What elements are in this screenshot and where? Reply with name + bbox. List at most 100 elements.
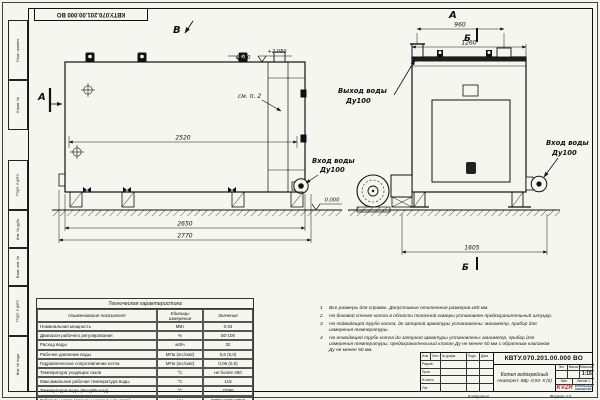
lit-value: [556, 370, 568, 378]
spec-param-unit: м3/ч: [157, 340, 203, 350]
spec-col-header: Значение: [203, 309, 253, 322]
spec-table-title: Техническая характеристика: [36, 298, 254, 308]
tb-sign-row-label: Разраб.: [421, 360, 441, 368]
tb-header-cell: Лист: [431, 353, 441, 360]
product-name-line2: Heaterpert- КВр -0,93- К (К): [497, 378, 552, 384]
tb-empty-cell: [480, 369, 493, 376]
elevation-zero: 0.000: [325, 198, 341, 204]
view-a-title-letter: А: [448, 10, 457, 21]
spec-param-name: Номинальная мощность: [37, 322, 157, 332]
side-strip-box: Взам. инв. №: [8, 248, 28, 286]
inlet-label-mid-line1: Вход воды: [312, 157, 355, 165]
spec-param-unit: °С: [157, 377, 203, 387]
inlet-label-right-line2: Ду100: [551, 149, 577, 157]
inlet-label-right-line1: Вход воды: [546, 139, 589, 147]
boiler-body-side: [64, 61, 306, 193]
ground-hatch-right: [348, 210, 560, 216]
company-logo: KVZR КОТЕЛЬНЫЙ ЗАВОД РЭП: [556, 383, 594, 391]
scale-label: Масштаб: [580, 365, 594, 370]
dim-2650: 2650: [177, 221, 192, 228]
spec-param-name: Расход воды: [37, 340, 157, 350]
section-b-bottom-letter: Б: [462, 263, 469, 273]
company-name-line2: ЗАВОД РЭП: [574, 386, 592, 391]
tb-sign-row-label: Утв.: [421, 384, 441, 391]
blower-fan: [356, 174, 413, 213]
document-number: КВТУ.070.201.00.000 ВО: [494, 353, 594, 365]
section-b-top-letter: Б: [464, 34, 471, 44]
rear-stub: [58, 173, 66, 187]
note-number: 4: [320, 335, 323, 341]
spec-param-value: 50-100: [203, 331, 253, 341]
dim-1605: 1605: [464, 245, 479, 252]
side-view-callouts: В А см. п. 2 Вход воды Ду100: [37, 20, 355, 184]
dim-1260: 1260: [461, 40, 476, 47]
spec-param-value: не более 250: [203, 367, 253, 378]
spec-col-header: Наименование показателя: [37, 309, 157, 322]
spec-param-name: Габариты котла (длина х ширина х высота): [37, 395, 157, 400]
door-hinge: [300, 89, 307, 98]
note-text: На отводящей трубе котла до запорной арм…: [329, 335, 550, 353]
product-name-line1: Котел водогрейный: [500, 372, 549, 379]
ground-hatch-left: [52, 210, 342, 216]
tb-empty-cell: [467, 368, 480, 376]
dim-2520: 2520: [175, 135, 190, 142]
spec-param-unit: МПа (кгс/см2): [157, 358, 203, 368]
side-strip-box: Справ. №: [8, 80, 28, 130]
water-outlet-pipe: [411, 43, 424, 58]
spec-param-unit: °С: [157, 386, 203, 396]
front-view-dimensions: 960 1260 1605: [401, 22, 548, 255]
notes-block: 1 Все размеры для справок. Допустимые от…: [320, 306, 554, 356]
tb-empty-cell: [441, 360, 467, 368]
spec-param-name: Максимальная рабочая температура воды: [37, 377, 157, 387]
inner-frame: [28, 8, 593, 392]
spec-param-name: Гидравлическое сопротивление котла: [37, 358, 157, 368]
side-strip-box: Перв. примен.: [8, 20, 28, 80]
view-b-letter: В: [173, 25, 181, 36]
tb-sign-row-label: Н.контр.: [421, 376, 441, 384]
boiler-side-view: [52, 51, 342, 216]
spec-col-header: Единицы измерения: [157, 309, 203, 322]
company-name-line1: КОТЕЛЬНЫЙ: [574, 383, 594, 388]
sight-glass: [462, 84, 479, 97]
spec-param-unit: МВт: [157, 322, 203, 332]
spec-param-value: 70/95: [203, 386, 253, 396]
format-label: Формат А3: [550, 394, 572, 399]
note-text: Все размеры для справок. Допустимые откл…: [329, 306, 489, 311]
tb-empty-cell: [480, 361, 493, 368]
water-inlet-flange-front: [525, 175, 548, 193]
tb-empty-cell: [467, 360, 480, 368]
title-block-signatures: Изм. Лист № докум. Подп. Дата Разраб. Пр…: [421, 353, 494, 391]
boiler-legs-side: [69, 191, 304, 208]
elevation-marks: +2.050 1.930 0.000: [228, 49, 342, 211]
spec-param-value: 0,93: [203, 322, 253, 332]
boiler-legs-front: [410, 191, 531, 208]
elevation-mid: 1.930: [236, 55, 252, 61]
elevation-top: +2.050: [267, 49, 287, 55]
note-number: 1: [320, 306, 323, 311]
spec-param-unit: МПа (кгс/см2): [157, 349, 203, 359]
front-door: [431, 99, 511, 183]
tb-empty-cell: [441, 376, 467, 384]
dim-960: 960: [454, 22, 466, 29]
tb-header-cell: Подп.: [467, 353, 480, 360]
spec-param-unit: °С: [157, 367, 203, 378]
spec-param-name: Рабочее давление воды: [37, 349, 157, 359]
side-strip-box: Инв. № дубл.: [8, 210, 28, 248]
vent-stub: [273, 51, 286, 63]
see-note-callout: см. п. 2: [238, 93, 261, 100]
spec-param-unit: %: [157, 331, 203, 341]
front-view-pipe-labels: Выход воды Ду100 Вход воды Ду100: [338, 59, 589, 178]
spec-param-name: Температура уходящих газов: [37, 367, 157, 378]
company-logo-mark: KVZR: [556, 384, 573, 391]
door-hinge: [300, 134, 307, 143]
tb-empty-cell: [480, 384, 493, 391]
note-text: На подводящей трубе котла, до запорной а…: [329, 321, 537, 333]
tb-empty-cell: [441, 368, 467, 376]
spec-param-value: 0,6 (6,0): [203, 349, 253, 359]
sheets-cell: Листов 1: [573, 379, 594, 384]
tb-sign-row-label: Пров.: [421, 368, 441, 376]
spec-param-name: Диапазон рабочего регулирования: [37, 331, 157, 341]
side-strip-box: Подп. и дата: [8, 286, 28, 336]
view-a-arrow-letter: А: [37, 92, 46, 103]
